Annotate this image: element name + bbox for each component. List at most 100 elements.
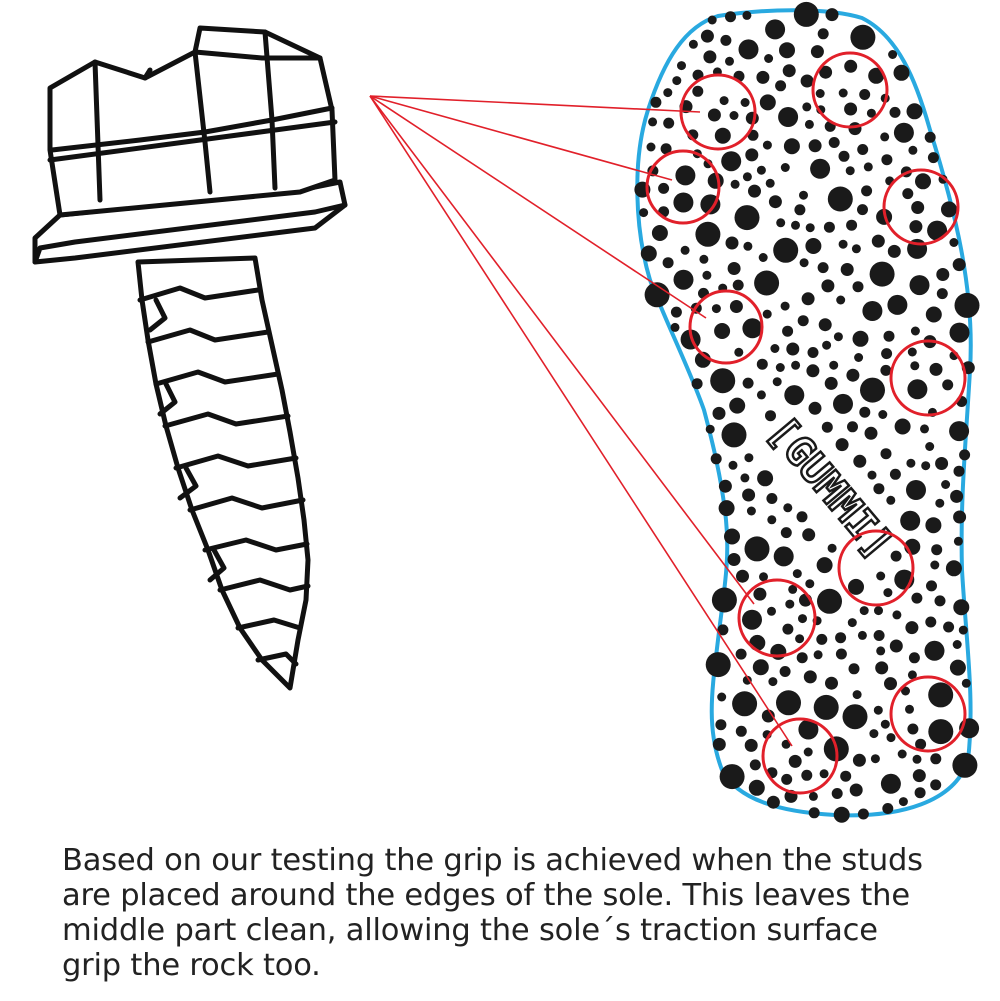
sole-dot: [818, 318, 832, 332]
sole-dot: [778, 107, 799, 127]
sole-dot: [844, 102, 858, 116]
sole-dot: [819, 65, 833, 79]
sole-dot: [871, 234, 885, 248]
sole-dot: [740, 98, 750, 107]
sole-dot: [670, 322, 680, 332]
sole-dot: [799, 258, 809, 268]
sole-dot: [941, 480, 951, 489]
sole-dot: [925, 616, 937, 628]
sole-dot: [776, 690, 801, 716]
sole-dot: [859, 606, 869, 616]
screw-stud-illustration: [32, 25, 348, 691]
sole-dot: [798, 719, 819, 740]
sole-dot: [795, 634, 805, 644]
sole-dot: [714, 127, 731, 144]
sole-dot: [929, 362, 943, 376]
sole-dot: [756, 165, 766, 175]
sole-dot: [732, 691, 758, 717]
sole-dot: [857, 630, 867, 640]
sole-dot: [880, 719, 890, 729]
sole-dot: [848, 578, 864, 595]
sole-dot: [844, 59, 858, 73]
sole-dot: [886, 495, 896, 505]
sole-dot: [910, 361, 920, 371]
sole-dot: [744, 536, 770, 562]
sole-dot: [810, 158, 831, 179]
sole-dot: [906, 480, 926, 500]
sole-dot: [808, 807, 820, 819]
callout-line: [369, 95, 707, 319]
sole-dot: [651, 225, 668, 241]
sole-dot: [930, 560, 940, 570]
sole-dot: [852, 281, 864, 293]
sole-dot: [762, 309, 772, 319]
sole-dot: [700, 29, 714, 43]
sole-dot: [825, 8, 839, 22]
sole-dot: [767, 606, 776, 616]
sole-dot: [882, 803, 894, 814]
sole-dot: [748, 184, 761, 198]
sole-dot: [906, 103, 923, 120]
sole-dot: [943, 621, 955, 633]
sole-dot: [705, 652, 731, 678]
sole-dot: [717, 692, 727, 702]
sole-dot: [804, 119, 814, 129]
sole-dot: [890, 550, 902, 562]
sole-dot: [838, 88, 848, 98]
sole-dot: [817, 588, 842, 614]
stud-marker: [761, 717, 839, 795]
sole-dot: [712, 406, 726, 420]
sole-dot: [639, 208, 649, 218]
sole-dot: [810, 45, 824, 59]
sole-dot: [847, 618, 857, 628]
sole-dot: [721, 151, 742, 172]
sole-dot: [828, 137, 840, 148]
sole-dot: [930, 753, 942, 765]
sole-dot: [662, 257, 674, 269]
sole-dot: [905, 704, 914, 714]
sole-dot: [817, 28, 829, 40]
callout-line: [369, 95, 793, 747]
sole-dot: [926, 580, 937, 592]
sole-dot: [864, 426, 878, 440]
sole-dot: [648, 117, 658, 127]
sole-dot: [934, 595, 946, 607]
sole-dot: [782, 64, 796, 78]
sole-dot: [949, 421, 970, 442]
sole-dot: [833, 332, 843, 342]
sole-dot: [884, 677, 897, 691]
sole-dot: [753, 587, 767, 601]
sole-dot: [823, 221, 835, 233]
sole-dot: [950, 489, 964, 503]
sole-dot: [849, 783, 863, 797]
sole-dot: [954, 292, 980, 318]
sole-dot: [801, 769, 813, 781]
sole-dot: [902, 188, 914, 200]
sole-dot: [746, 506, 756, 516]
sole-dot: [765, 410, 776, 422]
sole-dot: [729, 397, 746, 414]
sole-dot: [935, 498, 945, 508]
sole-dot: [688, 39, 698, 49]
stud-marker: [889, 675, 967, 753]
sole-dot: [906, 458, 916, 468]
sole-dot: [743, 241, 753, 251]
sole-dot: [892, 610, 902, 620]
sole-dot: [766, 493, 778, 504]
sole-dot: [803, 670, 817, 684]
sole-dot: [907, 723, 919, 735]
sole-dot: [710, 453, 722, 465]
sole-dot: [958, 625, 968, 635]
sole-dot: [780, 527, 792, 539]
sole-dot: [949, 238, 959, 247]
sole-dot: [729, 300, 743, 313]
sole-dot: [873, 483, 885, 495]
sole-dot: [759, 572, 768, 582]
sole-dot: [861, 185, 873, 197]
sole-dot: [691, 378, 703, 390]
sole-dot: [715, 719, 727, 731]
sole-dot: [821, 279, 835, 293]
sole-dot: [909, 275, 930, 296]
sole-dot: [835, 632, 847, 644]
sole-dot: [808, 139, 822, 153]
